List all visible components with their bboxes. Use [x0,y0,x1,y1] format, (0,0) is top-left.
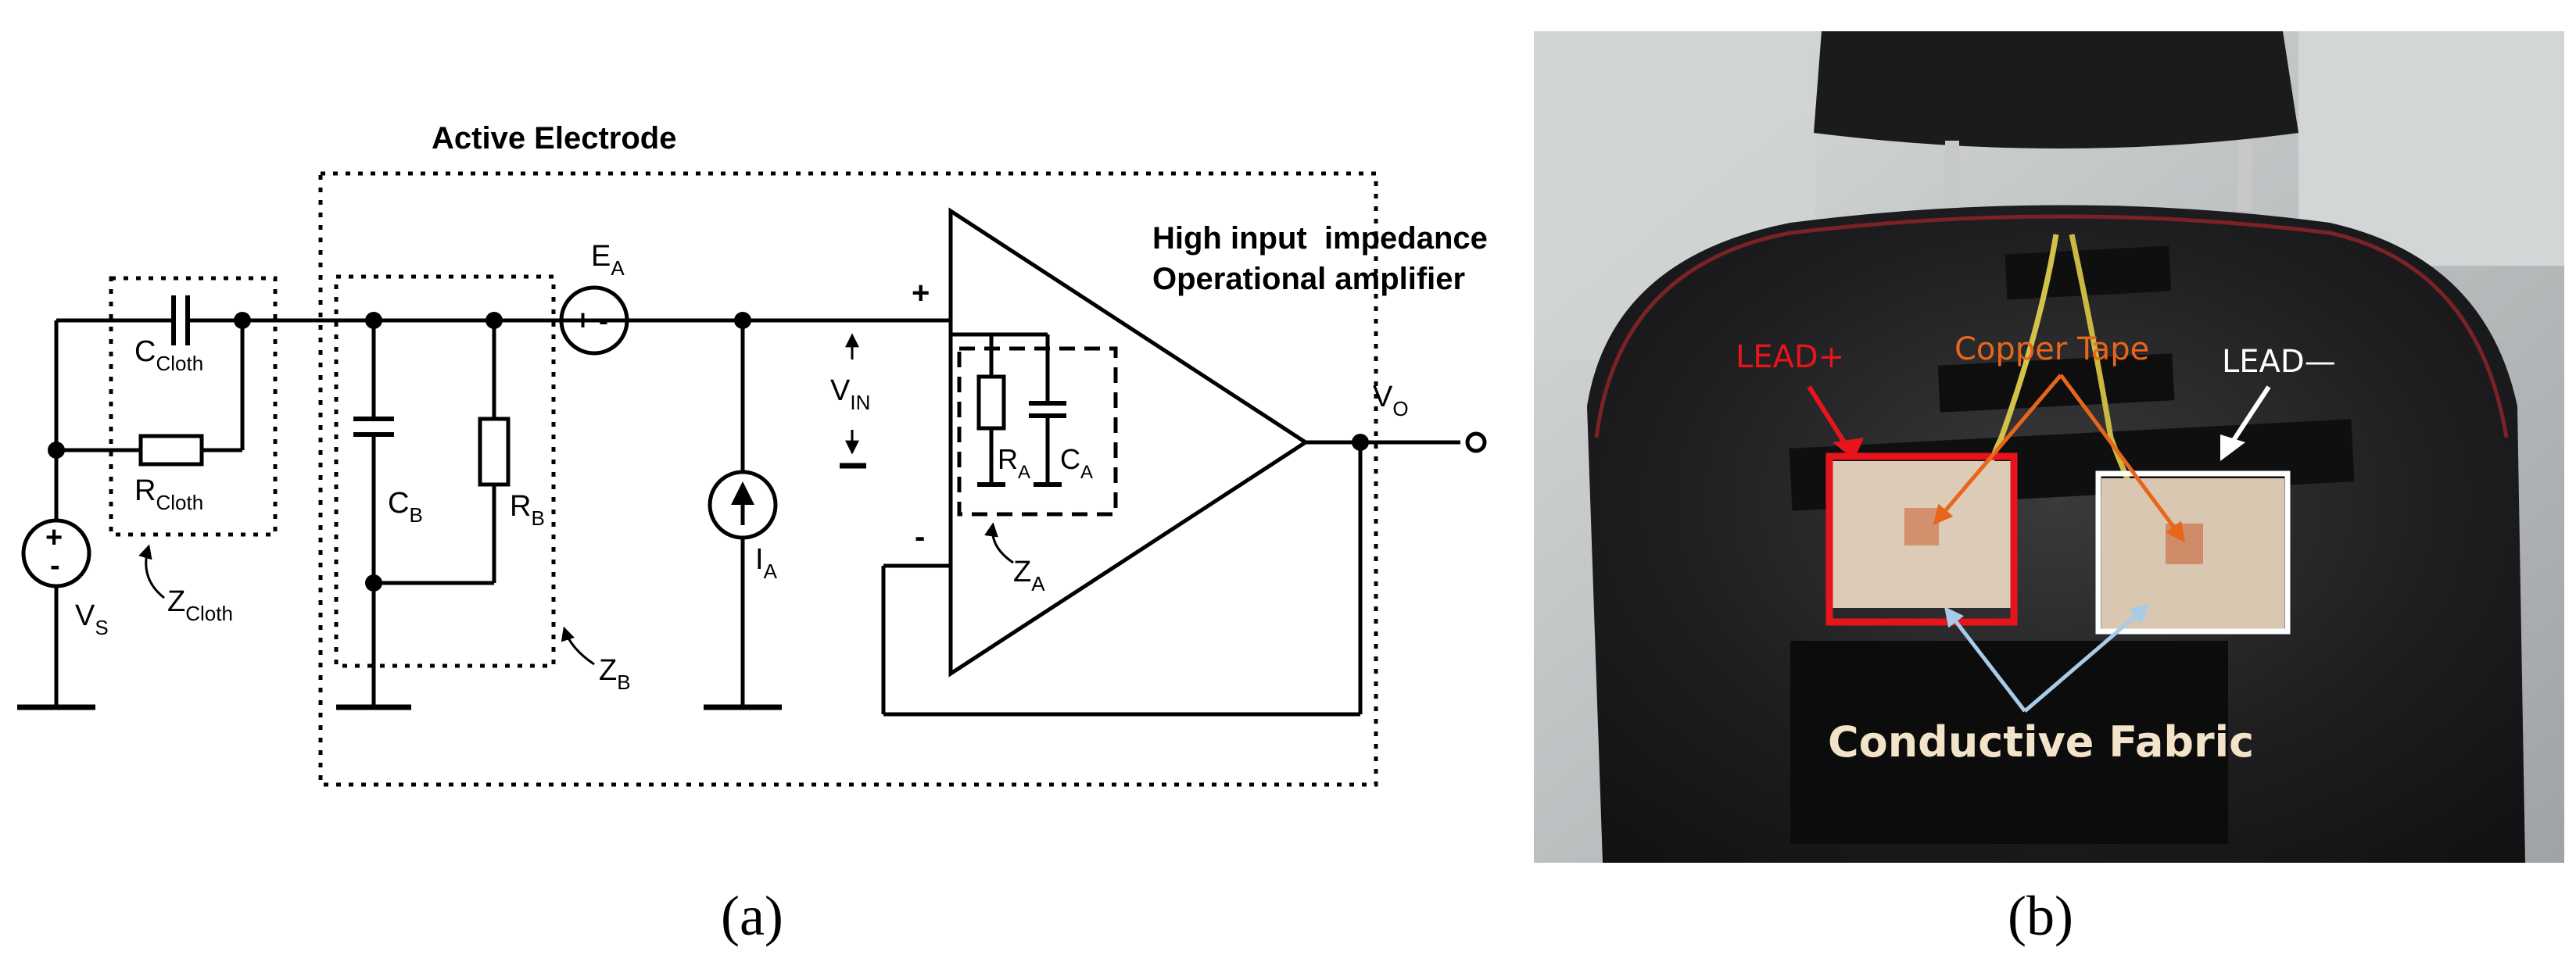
fabric-arrow-right [2023,603,2150,713]
caption-b: (b) [2008,885,2073,947]
zcloth-pointer [138,544,165,599]
opamp-minus-input: - [915,520,925,554]
lead-minus-label: LEAD— [2222,344,2336,380]
copper-tape-label: Copper Tape [1954,331,2149,367]
lead-plus-label: LEAD+ [1736,339,1844,375]
rcloth-label: RCloth [134,474,203,514]
copper-arrow-left [1933,374,2062,525]
caption-a: (a) [721,885,783,947]
za-label: ZA [1013,556,1045,595]
opamp-label-line2: Operational amplifier [1152,262,1465,296]
vo-label: VO [1373,381,1409,420]
lead-plus-frame [1825,452,2018,626]
source-plus: + [45,521,63,554]
fabric-arrow-left [1944,606,2026,713]
ea-label: EA [591,240,625,280]
ra-resistor [976,374,1006,431]
rb-resistor [478,417,511,487]
conductive-fabric-label: Conductive Fabric [1828,717,2254,767]
zcloth-box [109,276,278,537]
zb-pointer [561,626,595,666]
zb-box [334,274,556,668]
junction-dots [48,312,1369,592]
ccloth-label: CCloth [134,335,203,375]
vin-label: VIN [830,374,870,414]
cloth-resistor [138,434,204,467]
active-electrode-label: Active Electrode [432,121,676,156]
opamp-triangle [948,207,1309,678]
za-pointer [984,522,1014,564]
circuit-diagram [17,171,1487,787]
ra-label: RA [998,443,1030,483]
lead-minus-frame [2095,470,2291,635]
za-box [957,346,1118,517]
rb-label: RB [510,490,545,530]
active-electrode-box [318,171,1378,787]
ia-label: IA [755,543,778,583]
copper-arrow-right [2058,374,2185,543]
output-terminal [1465,431,1487,453]
seat-photo: LEAD+ Copper Tape LEAD— Conductive Fabri… [1534,31,2564,863]
ca-label: CA [1060,443,1093,483]
opamp-label-line1: High input impedance [1152,221,1488,256]
opamp-plus-input: + [912,276,930,310]
vs-label: VS [75,599,109,639]
ea-symbol: + - [575,304,608,336]
zb-label: ZB [599,654,631,694]
zcloth-label: ZCloth [167,585,233,625]
source-minus: - [50,549,60,582]
cb-label: CB [388,487,423,527]
